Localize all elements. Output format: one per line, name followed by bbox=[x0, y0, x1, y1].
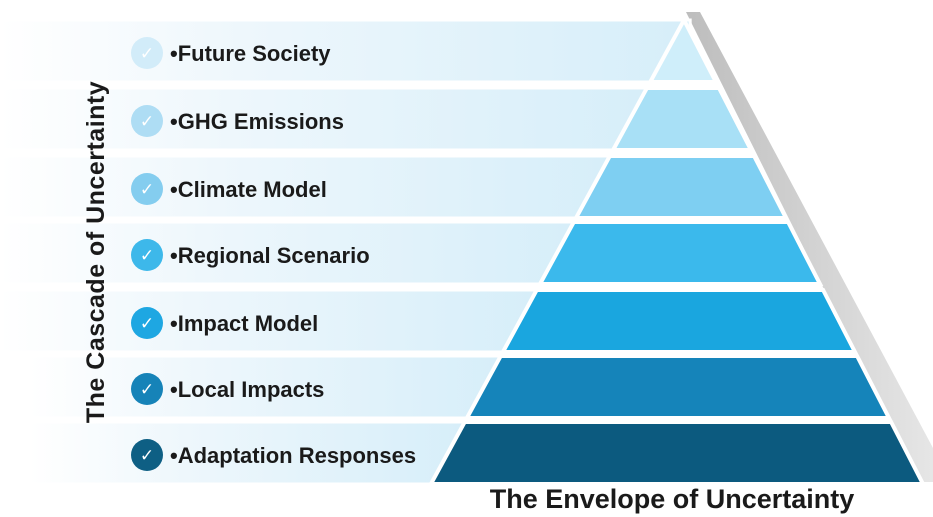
tier-row bbox=[0, 18, 692, 84]
check-circle bbox=[131, 373, 163, 405]
check-circle-icon: ✓ bbox=[131, 307, 163, 339]
check-glyph: ✓ bbox=[140, 112, 154, 132]
tier-row bbox=[0, 220, 582, 286]
envelope-title: The Envelope of Uncertainty bbox=[490, 484, 855, 514]
tier-label: •Regional Scenario bbox=[170, 243, 370, 268]
check-circle bbox=[131, 105, 163, 137]
check-circle-icon: ✓ bbox=[131, 37, 163, 69]
check-circle bbox=[131, 239, 163, 271]
check-circle bbox=[131, 439, 163, 471]
cascade-title: The Cascade of Uncertainty bbox=[82, 81, 110, 423]
tier-row bbox=[0, 86, 655, 152]
tier-label: •GHG Emissions bbox=[170, 109, 344, 134]
tier-label: •Adaptation Responses bbox=[170, 443, 416, 468]
tier-label: •Impact Model bbox=[170, 311, 318, 336]
tier-label: •Climate Model bbox=[170, 177, 327, 202]
pyramid-shadow bbox=[686, 12, 933, 482]
tier-rows bbox=[0, 18, 692, 486]
pyramid-band bbox=[499, 288, 859, 354]
pyramid-band bbox=[572, 154, 790, 220]
check-circle-icon: ✓ bbox=[131, 173, 163, 205]
check-glyph: ✓ bbox=[140, 44, 154, 64]
tier-label: •Future Society bbox=[170, 41, 331, 66]
pyramid-band bbox=[609, 86, 755, 152]
pyramid-band bbox=[536, 220, 824, 286]
check-circle bbox=[131, 307, 163, 339]
pyramid-band bbox=[646, 15, 720, 84]
tier-label: •Local Impacts bbox=[170, 377, 324, 402]
tier-labels: ✓ •Future Society ✓ •GHG Emissions ✓ •Climate… bbox=[131, 37, 416, 471]
check-circle-icon: ✓ bbox=[131, 239, 163, 271]
check-glyph: ✓ bbox=[140, 180, 154, 200]
pyramid-band bbox=[463, 354, 893, 420]
check-glyph: ✓ bbox=[140, 314, 154, 334]
pyramid bbox=[427, 15, 927, 486]
check-circle bbox=[131, 37, 163, 69]
check-circle-icon: ✓ bbox=[131, 105, 163, 137]
pyramid-band bbox=[427, 420, 927, 486]
check-circle-icon: ✓ bbox=[131, 373, 163, 405]
check-circle bbox=[131, 173, 163, 205]
check-glyph: ✓ bbox=[140, 446, 154, 466]
tier-row bbox=[0, 154, 618, 220]
check-circle-icon: ✓ bbox=[131, 439, 163, 471]
check-glyph: ✓ bbox=[140, 380, 154, 400]
check-glyph: ✓ bbox=[140, 246, 154, 266]
